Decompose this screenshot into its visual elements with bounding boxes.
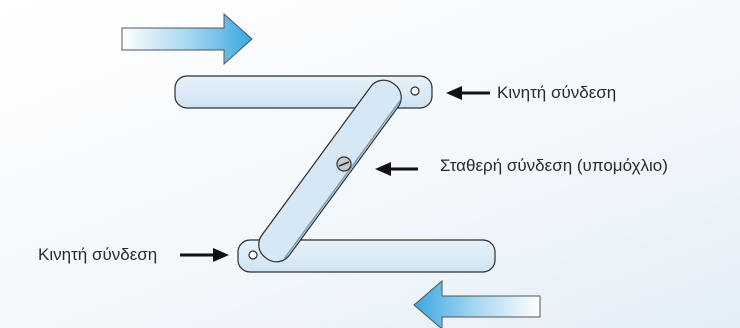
pointer-arrow-icon bbox=[446, 86, 490, 100]
moving-joint-top-pin bbox=[410, 86, 420, 96]
moving-joint-bottom-pin bbox=[248, 250, 258, 260]
fixed-joint-label: Σταθερή σύνδεση (υπομόχλιο) bbox=[440, 156, 668, 175]
pointer-arrow-icon bbox=[180, 248, 229, 262]
push-arrow-left-icon bbox=[413, 279, 541, 328]
bottom-bar bbox=[237, 239, 496, 273]
diagonal-link bbox=[258, 79, 402, 263]
push-arrow-right-icon bbox=[121, 12, 253, 66]
pivot-screw-icon bbox=[336, 156, 352, 172]
moving-joint-bottom-label: Κινητή σύνδεση bbox=[38, 245, 158, 264]
pointer-arrow-icon bbox=[375, 162, 418, 176]
moving-joint-top-label: Κινητή σύνδεση bbox=[497, 83, 617, 102]
